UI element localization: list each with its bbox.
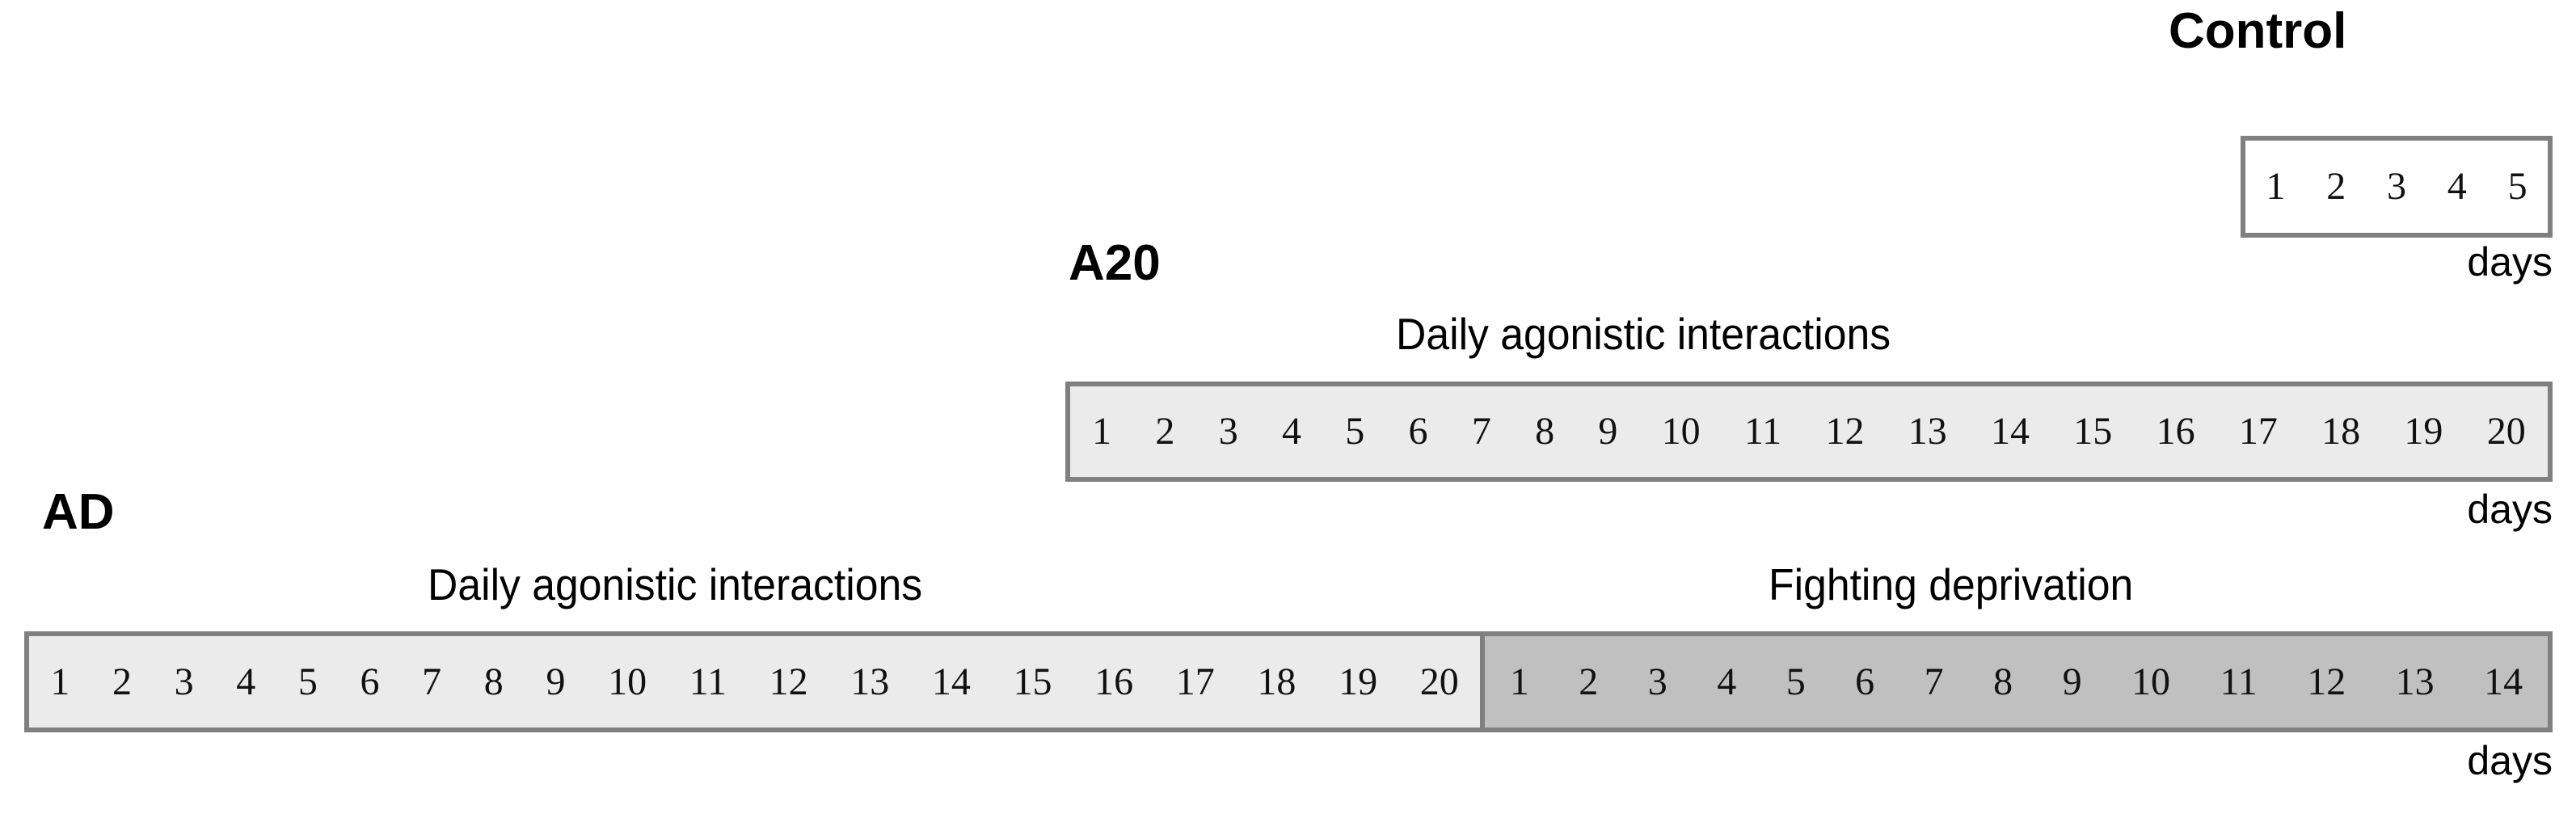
day-cell: 7	[422, 660, 442, 703]
timeline-segment-control-days: 1 2 3 4 5	[2245, 141, 2548, 233]
day-cell: 4	[2447, 165, 2467, 208]
day-cell: 19	[2404, 410, 2443, 453]
day-cell: 5	[1345, 410, 1365, 453]
group-label-ad: AD	[42, 484, 115, 540]
day-cell: 14	[2484, 660, 2523, 703]
day-cell: 18	[2321, 410, 2361, 453]
day-cell: 11	[689, 660, 727, 703]
day-cell: 4	[236, 660, 256, 703]
axis-unit-label-ad: days	[2467, 738, 2553, 783]
day-cell: 6	[1408, 410, 1428, 453]
day-cell: 5	[1785, 660, 1806, 703]
timeline-bar-a20: 1 2 3 4 5 6 7 8 9 10 11 12 13 14 15 16 1…	[1065, 382, 2553, 482]
day-cell: 3	[1647, 660, 1667, 703]
day-cell: 9	[1598, 410, 1618, 453]
group-label-control: Control	[2169, 3, 2347, 59]
day-cell: 10	[2131, 660, 2171, 703]
day-cell: 6	[1855, 660, 1875, 703]
day-cell: 10	[1661, 410, 1701, 453]
day-cell: 4	[1281, 410, 1301, 453]
day-cell: 8	[483, 660, 504, 703]
day-cell: 4	[1717, 660, 1737, 703]
day-cell: 9	[546, 660, 566, 703]
day-cell: 1	[1509, 660, 1529, 703]
day-cell: 17	[1175, 660, 1215, 703]
group-label-a20: A20	[1069, 235, 1161, 291]
day-cell: 5	[297, 660, 318, 703]
day-cell: 8	[1535, 410, 1555, 453]
day-cell: 11	[2220, 660, 2258, 703]
day-cell: 16	[1094, 660, 1134, 703]
day-cell: 20	[1419, 660, 1459, 703]
day-cell: 7	[1471, 410, 1491, 453]
timeline-segment-ad-agonistic-interactions: 1 2 3 4 5 6 7 8 9 10 11 12 13 14 15 16 1…	[29, 636, 1481, 728]
day-cell: 2	[1579, 660, 1599, 703]
day-cell: 13	[850, 660, 890, 703]
day-cell: 6	[360, 660, 380, 703]
day-cell: 2	[1155, 410, 1175, 453]
day-cell: 15	[2073, 410, 2113, 453]
timeline-bar-control: 1 2 3 4 5	[2241, 136, 2553, 238]
day-cell: 10	[608, 660, 647, 703]
day-cell: 1	[50, 660, 70, 703]
day-cell: 3	[1218, 410, 1238, 453]
axis-unit-label-a20: days	[2467, 487, 2553, 532]
timeline-bar-ad: 1 2 3 4 5 6 7 8 9 10 11 12 13 14 15 16 1…	[24, 631, 2553, 732]
day-cell: 5	[2507, 165, 2528, 208]
day-cell: 1	[1092, 410, 1112, 453]
day-cell: 19	[1339, 660, 1378, 703]
day-cell: 12	[1825, 410, 1865, 453]
timeline-segment-ad-fighting-deprivation: 1 2 3 4 5 6 7 8 9 10 11 12 13 14	[1480, 636, 2548, 728]
day-cell: 15	[1013, 660, 1052, 703]
timeline-segment-a20-agonistic-interactions: 1 2 3 4 5 6 7 8 9 10 11 12 13 14 15 16 1…	[1070, 386, 2548, 477]
phase-caption-ad-agonistic-interactions: Daily agonistic interactions	[428, 559, 923, 609]
axis-unit-label-control: days	[2467, 239, 2553, 285]
day-cell: 2	[112, 660, 132, 703]
day-cell: 3	[2386, 165, 2406, 208]
day-cell: 14	[931, 660, 971, 703]
phase-caption-a20-agonistic-interactions: Daily agonistic interactions	[1396, 309, 1891, 359]
day-cell: 17	[2238, 410, 2278, 453]
day-cell: 13	[1908, 410, 1947, 453]
day-cell: 13	[2395, 660, 2435, 703]
day-cell: 9	[2062, 660, 2082, 703]
day-cell: 2	[2326, 165, 2346, 208]
day-cell: 8	[1993, 660, 2013, 703]
day-cell: 12	[2307, 660, 2346, 703]
day-cell: 11	[1743, 410, 1782, 453]
phase-caption-ad-fighting-deprivation: Fighting deprivation	[1769, 559, 2134, 609]
day-cell: 18	[1257, 660, 1296, 703]
day-cell: 20	[2486, 410, 2526, 453]
day-cell: 3	[174, 660, 194, 703]
day-cell: 14	[1991, 410, 2030, 453]
day-cell: 1	[2266, 165, 2286, 208]
day-cell: 12	[769, 660, 808, 703]
day-cell: 7	[1924, 660, 1944, 703]
day-cell: 16	[2156, 410, 2195, 453]
